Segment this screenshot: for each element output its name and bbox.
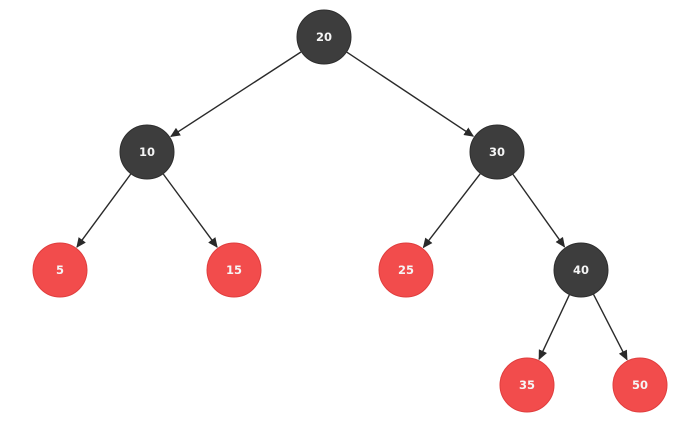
tree-node-5: 5 <box>32 242 88 298</box>
tree-node-circle-20 <box>296 9 352 65</box>
tree-edge-30-40 <box>512 173 566 248</box>
tree-edge-20-10 <box>170 51 302 138</box>
tree-edge-40-35 <box>538 294 570 361</box>
tree-node-circle-10 <box>119 124 175 180</box>
tree-node-30: 30 <box>469 124 525 180</box>
tree-node-circle-5 <box>32 242 88 298</box>
tree-node-circle-35 <box>499 357 555 413</box>
tree-node-20: 20 <box>296 9 352 65</box>
tree-node-15: 15 <box>206 242 262 298</box>
tree-node-40: 40 <box>553 242 609 298</box>
tree-edge-30-25 <box>422 173 481 249</box>
tree-node-circle-15 <box>206 242 262 298</box>
tree-edge-10-5 <box>76 173 132 248</box>
tree-node-35: 35 <box>499 357 555 413</box>
tree-edge-10-15 <box>162 173 218 248</box>
tree-node-circle-40 <box>553 242 609 298</box>
tree-node-50: 50 <box>612 357 668 413</box>
tree-node-10: 10 <box>119 124 175 180</box>
tree-node-circle-30 <box>469 124 525 180</box>
tree-edge-40-50 <box>592 294 628 361</box>
tree-node-25: 25 <box>378 242 434 298</box>
tree-edge-20-30 <box>346 51 475 137</box>
tree-node-circle-25 <box>378 242 434 298</box>
tree-node-circle-50 <box>612 357 668 413</box>
